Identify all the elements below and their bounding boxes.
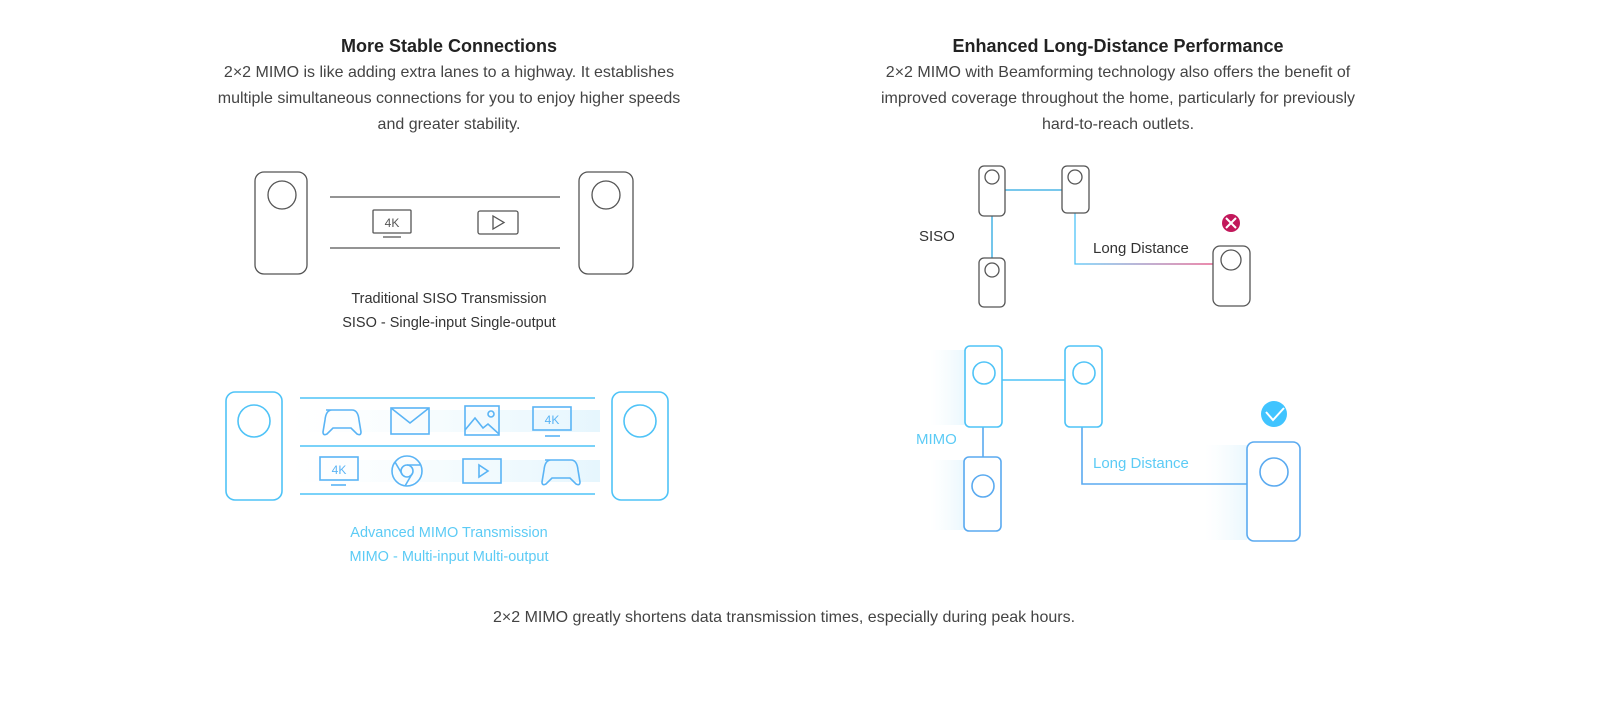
failure-x-icon — [1222, 214, 1240, 232]
powerline-adapter — [1246, 441, 1301, 542]
powerline-adapter — [225, 391, 283, 501]
body-line: 2×2 MIMO with Beamforming technology als… — [885, 64, 1351, 81]
mail-icon — [390, 407, 430, 435]
mimo-long-distance-diagram — [930, 345, 1301, 542]
right-body: 2×2 MIMO with Beamforming technology als… — [881, 60, 1355, 138]
chrome-icon — [391, 455, 423, 487]
body-line: 2×2 MIMO is like adding extra lanes to a… — [223, 64, 675, 81]
powerline-adapter — [578, 171, 634, 275]
body-line: multiple simultaneous connections for yo… — [217, 90, 681, 107]
gamepad-icon — [322, 409, 362, 436]
long-distance-label: Long Distance — [1093, 240, 1189, 257]
gamepad-icon — [541, 459, 581, 486]
siso-caption: Traditional SISO Transmission SISO - Sin… — [342, 287, 556, 335]
siso-label: SISO — [919, 228, 955, 245]
powerline-adapter — [1212, 245, 1251, 307]
left-title: More Stable Connections — [340, 36, 558, 56]
siso-transmission-diagram — [254, 171, 634, 275]
body-line: hard-to-reach outlets. — [1041, 116, 1195, 133]
mimo-transmission-diagram — [225, 391, 669, 501]
left-body: 2×2 MIMO is like adding extra lanes to a… — [218, 60, 681, 138]
mimo-label: MIMO — [916, 431, 957, 448]
mimo-caption: Advanced MIMO Transmission MIMO - Multi-… — [349, 521, 548, 569]
footer-note: 2×2 MIMO greatly shortens data transmiss… — [492, 609, 1076, 626]
success-check-icon — [1261, 401, 1287, 427]
powerline-adapter — [1061, 165, 1090, 214]
powerline-adapter — [978, 165, 1006, 217]
4k-tv-icon — [319, 456, 359, 481]
body-line: improved coverage throughout the home, p… — [880, 90, 1356, 107]
powerline-adapter — [254, 171, 308, 275]
4k-tv-icon — [532, 406, 572, 431]
powerline-adapter — [963, 456, 1002, 532]
4k-label: 4K — [332, 463, 347, 477]
caption-line: Traditional SISO Transmission — [351, 291, 547, 307]
4k-label: 4K — [545, 413, 560, 427]
caption-line: Advanced MIMO Transmission — [350, 525, 548, 541]
4k-label: 4K — [385, 216, 400, 230]
long-distance-label: Long Distance — [1093, 455, 1189, 472]
image-icon — [464, 405, 500, 436]
video-play-icon — [462, 458, 502, 484]
powerline-adapter — [964, 345, 1003, 428]
powerline-adapter — [978, 257, 1006, 308]
powerline-adapter — [1064, 345, 1103, 428]
caption-line: SISO - Single-input Single-output — [342, 315, 556, 331]
powerline-adapter — [611, 391, 669, 501]
right-title: Enhanced Long-Distance Performance — [952, 36, 1284, 56]
body-line: and greater stability. — [377, 116, 521, 133]
caption-line: MIMO - Multi-input Multi-output — [349, 549, 549, 565]
siso-long-distance-diagram — [978, 165, 1251, 308]
video-play-icon — [477, 210, 519, 235]
4k-tv-icon — [372, 209, 412, 234]
